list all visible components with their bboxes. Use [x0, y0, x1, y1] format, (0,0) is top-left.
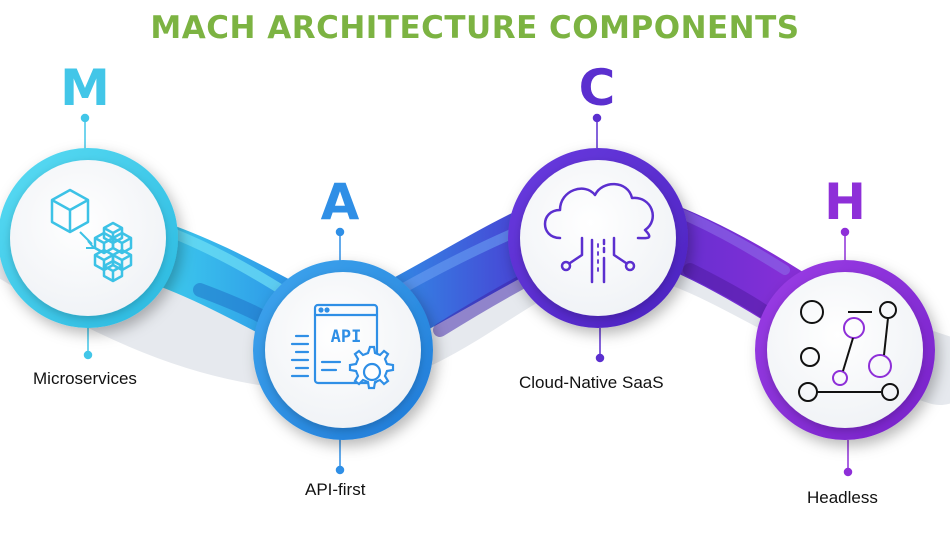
page-title: MACH ARCHITECTURE COMPONENTS	[150, 10, 800, 46]
letter-c: C	[578, 59, 616, 117]
api-icon-text: API	[331, 327, 362, 347]
circle-microservices	[0, 148, 178, 328]
letter-a: A	[320, 173, 360, 231]
stem-m	[80, 113, 93, 360]
label-microservices: Microservices	[33, 369, 137, 388]
label-api-first: API-first	[305, 480, 366, 499]
letter-m: M	[60, 59, 110, 117]
cubes-icon	[50, 188, 133, 283]
stem-c	[592, 113, 605, 363]
letter-h: H	[824, 173, 866, 231]
stem-h	[840, 227, 853, 477]
label-cloud-native-saas: Cloud-Native SaaS	[519, 373, 664, 392]
circle-cloud-native-saas	[508, 148, 688, 328]
node-graph-icon	[798, 300, 899, 402]
label-headless: Headless	[807, 488, 878, 507]
cloud-circuit-icon	[543, 182, 654, 284]
circle-headless	[755, 260, 935, 440]
stem-a	[335, 227, 345, 475]
circle-api-first: API	[253, 260, 433, 440]
api-gear-icon	[290, 303, 395, 390]
